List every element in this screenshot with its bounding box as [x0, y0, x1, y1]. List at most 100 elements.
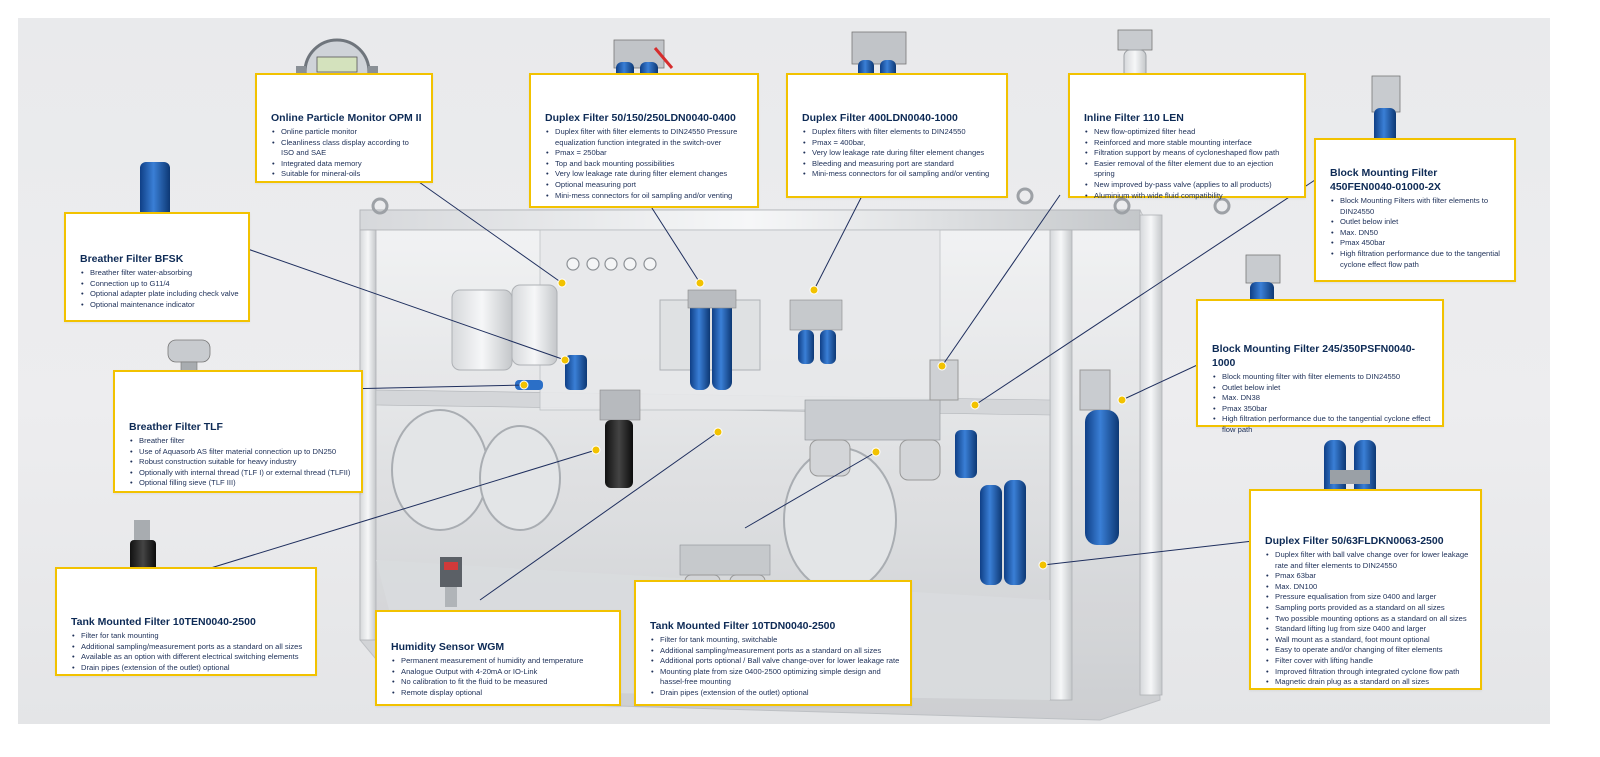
card-tank-10ten: Tank Mounted Filter 10TEN0040-2500 Filte… — [55, 567, 317, 676]
humidity-sensor-icon — [440, 557, 462, 607]
feature-item: Mounting plate from size 0400-2500 optim… — [651, 667, 902, 688]
feature-item: Drain pipes (extension of the outlet) op… — [72, 663, 307, 674]
feature-item: Optional filling sieve (TLF III) — [130, 478, 353, 489]
feature-item: Max. DN38 — [1213, 393, 1434, 404]
callout-dots — [519, 278, 1127, 570]
tank-portholes — [391, 409, 897, 593]
feature-item: Bleeding and measuring port are standard — [803, 159, 998, 170]
feature-list: Block Mounting Filters with filter eleme… — [1330, 196, 1506, 270]
feature-item: Aluminium with wide fluid compatibility — [1085, 191, 1296, 202]
feature-item: Additional ports optional / Ball valve c… — [651, 656, 902, 667]
feature-item: Optional measuring port — [546, 180, 749, 191]
card-title: Duplex Filter 50/150/250LDN0040-0400 — [545, 112, 736, 124]
feature-item: Integrated data memory — [272, 159, 423, 170]
feature-item: Online particle monitor — [272, 127, 423, 138]
feature-item: New improved by-pass valve (applies to a… — [1085, 180, 1296, 191]
feature-item: Breather filter water-absorbing — [81, 268, 240, 279]
feature-item: Optional maintenance indicator — [81, 300, 240, 311]
feature-item: Connection up to G11/4 — [81, 279, 240, 290]
feature-list: Filter for tank mounting, switchable Add… — [650, 635, 902, 699]
feature-item: Filter cover with lifting handle — [1266, 656, 1472, 667]
feature-item: Block mounting filter with filter elemen… — [1213, 372, 1434, 383]
feature-item: Pmax 450bar — [1331, 238, 1506, 249]
feature-item: Breather filter — [130, 436, 353, 447]
card-title: Block Mounting Filter 245/350PSFN0040-10… — [1212, 343, 1416, 369]
feature-list: New flow-optimized filter head Reinforce… — [1084, 127, 1296, 201]
feature-item: Magnetic drain plug as a standard on all… — [1266, 677, 1472, 688]
card-bfsk: Breather Filter BFSK Breather filter wat… — [64, 212, 250, 322]
feature-item: Optionally with internal thread (TLF I) … — [130, 468, 353, 479]
feature-item: Filter for tank mounting, switchable — [651, 635, 902, 646]
card-title: Inline Filter 110 LEN — [1084, 112, 1184, 124]
feature-list: Filter for tank mounting Additional samp… — [71, 631, 307, 673]
feature-item: Max. DN50 — [1331, 228, 1506, 239]
feature-item: Analogue Output with 4-20mA or IO-Link — [392, 667, 611, 678]
feature-item: No calibration to fit the fluid to be me… — [392, 677, 611, 688]
feature-item: Easier removal of the filter element due… — [1085, 159, 1296, 180]
feature-item: Standard lifting lug from size 0400 and … — [1266, 624, 1472, 635]
feature-item: Pmax 350bar — [1213, 404, 1434, 415]
card-title: Tank Mounted Filter 10TDN0040-2500 — [650, 620, 836, 632]
card-tank-10tdn: Tank Mounted Filter 10TDN0040-2500 Filte… — [634, 580, 912, 706]
feature-item: Sampling ports provided as a standard on… — [1266, 603, 1472, 614]
feature-item: Robust construction suitable for heavy i… — [130, 457, 353, 468]
feature-item: Available as an option with different el… — [72, 652, 307, 663]
card-duplex-400: Duplex Filter 400LDN0040-1000 Duplex fil… — [786, 73, 1008, 198]
feature-item: Two possible mounting options as a stand… — [1266, 614, 1472, 625]
feature-item: Mini-mess connectors for oil sampling an… — [546, 191, 749, 202]
feature-item: Mini-mess connectors for oil sampling an… — [803, 169, 998, 180]
card-inline-110: Inline Filter 110 LEN New flow-optimized… — [1068, 73, 1306, 201]
card-title: Duplex Filter 50/63FLDKN0063-2500 — [1265, 535, 1444, 547]
feature-item: Pmax 63bar — [1266, 571, 1472, 582]
feature-list: Permanent measurement of humidity and te… — [391, 656, 611, 698]
card-title: Humidity Sensor WGM — [391, 641, 505, 653]
feature-item: Filtration support by means of cyclonesh… — [1085, 148, 1296, 159]
feature-item: Additional sampling/measurement ports as… — [651, 646, 902, 657]
card-opm: Online Particle Monitor OPM II Online pa… — [255, 73, 433, 183]
feature-item: Very low leakage rate during filter elem… — [546, 169, 749, 180]
feature-item: Permanent measurement of humidity and te… — [392, 656, 611, 667]
feature-item: Pressure equalisation from size 0400 and… — [1266, 592, 1472, 603]
feature-list: Block mounting filter with filter elemen… — [1212, 372, 1434, 436]
feature-item: Use of Aquasorb AS filter material conne… — [130, 447, 353, 458]
card-title: Duplex Filter 400LDN0040-1000 — [802, 112, 958, 124]
feature-item: Outlet below inlet — [1331, 217, 1506, 228]
card-title: Breather Filter BFSK — [80, 253, 184, 265]
feature-item: Duplex filters with filter elements to D… — [803, 127, 998, 138]
feature-item: Improved filtration through integrated c… — [1266, 667, 1472, 678]
feature-list: Online particle monitor Cleanliness clas… — [271, 127, 423, 180]
feature-item: Top and back mounting possibilities — [546, 159, 749, 170]
feature-item: Filter for tank mounting — [72, 631, 307, 642]
feature-list: Breather filter Use of Aquasorb AS filte… — [129, 436, 353, 489]
feature-item: High filtration performance due to the t… — [1331, 249, 1506, 270]
feature-item: Optional adapter plate including check v… — [81, 289, 240, 300]
feature-item: Pmax = 250bar — [546, 148, 749, 159]
feature-item: Outlet below inlet — [1213, 383, 1434, 394]
feature-list: Duplex filter with ball valve change ove… — [1265, 550, 1472, 688]
feature-item: Reinforced and more stable mounting inte… — [1085, 138, 1296, 149]
feature-item: Additional sampling/measurement ports as… — [72, 642, 307, 653]
feature-item: Block Mounting Filters with filter eleme… — [1331, 196, 1506, 217]
card-block-245: Block Mounting Filter 245/350PSFN0040-10… — [1196, 299, 1444, 434]
feature-item: High filtration performance due to the t… — [1213, 414, 1434, 435]
card-block-450: Block Mounting Filter 450FEN0040-01000-2… — [1314, 138, 1516, 282]
feature-item: Easy to operate and/or changing of filte… — [1266, 645, 1472, 656]
feature-list: Duplex filter with filter elements to DI… — [545, 127, 749, 201]
card-title: Tank Mounted Filter 10TEN0040-2500 — [71, 616, 256, 628]
card-tlf: Breather Filter TLF Breather filter Use … — [113, 370, 363, 493]
card-title: Breather Filter TLF — [129, 421, 223, 433]
feature-list: Breather filter water-absorbing Connecti… — [80, 268, 240, 310]
feature-list: Duplex filters with filter elements to D… — [802, 127, 998, 180]
feature-item: Duplex filter with filter elements to DI… — [546, 127, 749, 148]
feature-item: Wall mount as a standard, foot mount opt… — [1266, 635, 1472, 646]
feature-item: Suitable for mineral-oils — [272, 169, 423, 180]
feature-item: Cleanliness class display according to I… — [272, 138, 423, 159]
card-title: Online Particle Monitor OPM II — [271, 112, 422, 124]
card-wgm: Humidity Sensor WGM Permanent measuremen… — [375, 610, 621, 706]
pressure-gauges — [566, 257, 657, 271]
feature-item: Remote display optional — [392, 688, 611, 699]
feature-item: Pmax = 400bar, — [803, 138, 998, 149]
card-title: Block Mounting Filter 450FEN0040-01000-2… — [1330, 167, 1441, 193]
